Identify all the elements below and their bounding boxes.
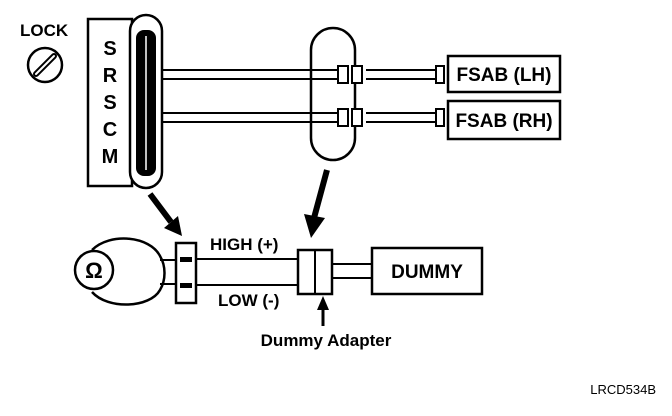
ohm-icon [73,249,115,291]
module-letter-1: S [103,38,116,60]
module-letter-5: M [102,146,119,168]
high-label: HIGH (+) [210,235,278,254]
harness-wire-lh [162,69,436,80]
harness-wire-rh [162,112,436,123]
dummy-box: DUMMY [370,246,484,296]
module-letter-2: R [103,65,118,87]
module-letter-3: S [103,92,116,114]
dummy-adapter [296,248,334,296]
fsab-rh-plug [435,108,445,127]
test-connector [174,241,198,305]
airbag-connector-group [309,26,363,162]
dummy-adapter-label: Dummy Adapter [261,331,392,350]
fsab-lh-plug [435,65,445,84]
arrow-dummy-adapter [317,296,329,326]
arrow-srscm-connector [147,192,182,236]
dummy-label: DUMMY [391,262,463,283]
low-label: LOW (-) [218,291,279,310]
srscm-connector [128,13,164,190]
test-leads [196,258,298,286]
module-letter-4: C [103,119,117,141]
lock-label: LOCK [20,21,69,40]
fsab-lh-label: FSAB (LH) [457,65,552,86]
figure-code: LRCD534B [590,382,656,397]
arrow-airbag-connector [304,169,330,238]
srscm-module: S R S C M [86,17,134,188]
fsab-rh-label: FSAB (RH) [455,111,552,132]
ohmmeter: Ω [73,237,176,306]
ohm-symbol: Ω [85,258,103,283]
fsab-lh-box: FSAB (LH) [446,54,562,94]
dummy-wire [332,263,372,279]
key-lock-icon [26,46,64,84]
fsab-rh-box: FSAB (RH) [446,99,562,141]
